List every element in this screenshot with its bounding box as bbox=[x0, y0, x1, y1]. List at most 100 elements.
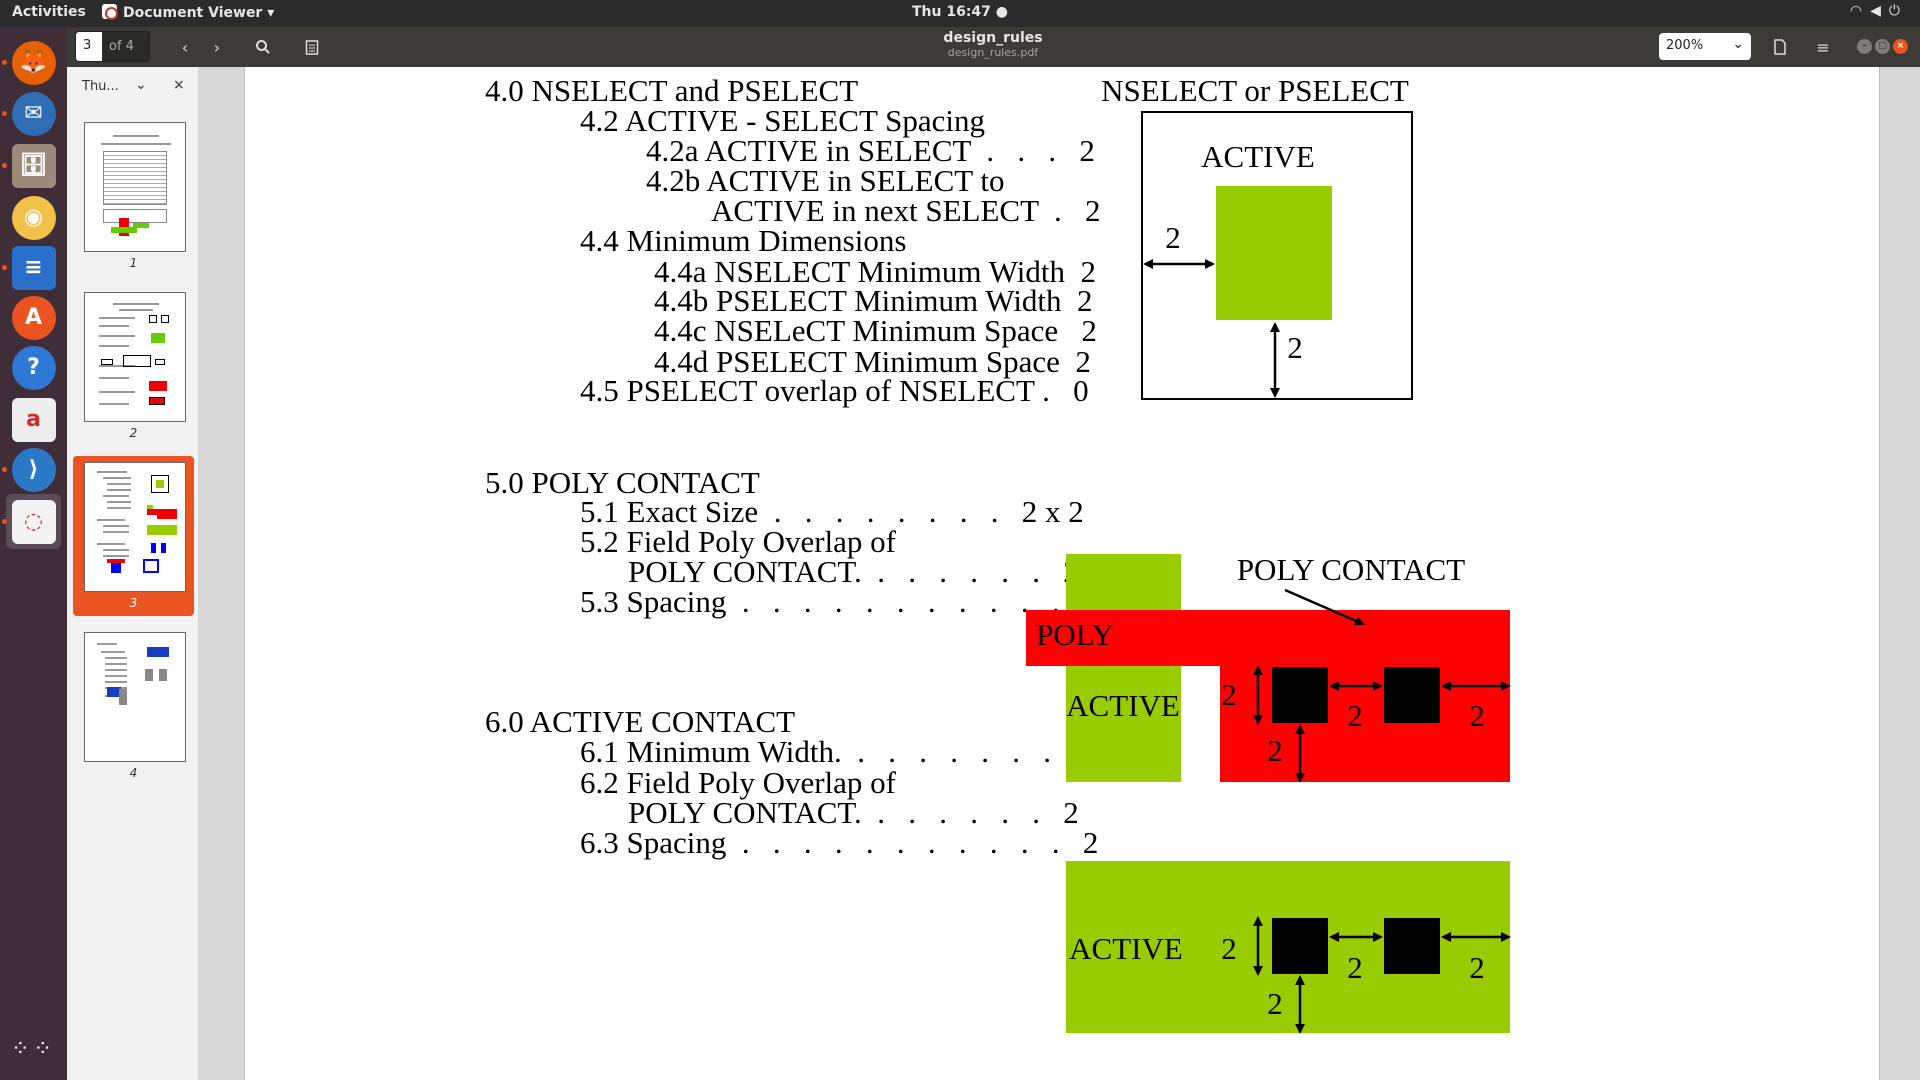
thumbnail-page-2[interactable]: 2 bbox=[73, 286, 194, 446]
close-icon: × bbox=[1896, 41, 1905, 51]
active-region bbox=[1066, 554, 1181, 620]
page-number-field[interactable]: 3 of 4 bbox=[75, 31, 150, 62]
top-panel: Activities Document Viewer ▾ Thu 16:47 ●… bbox=[0, 0, 1920, 27]
launcher-item[interactable]: ≡ bbox=[6, 240, 61, 295]
page-thumbnail bbox=[84, 292, 186, 422]
app-menu-label: Document Viewer ▾ bbox=[123, 5, 275, 21]
dimension-label: 2 bbox=[1469, 950, 1485, 985]
poly-label: POLY bbox=[1036, 617, 1114, 652]
contact-square bbox=[1384, 918, 1440, 974]
launcher-item[interactable]: ◌ bbox=[6, 494, 61, 549]
thumbnail-page-3[interactable]: 3 bbox=[73, 456, 194, 616]
section6-line: 6.3 Spacing . . . . . . . . . . . 2 bbox=[580, 825, 1099, 860]
power-icon[interactable]: ⏻ bbox=[1888, 3, 1908, 19]
sidebar-header: Thu... ⌄ × bbox=[67, 67, 200, 107]
section6-heading: 6.0 ACTIVE CONTACT bbox=[485, 704, 796, 739]
section4-line: 4.2a ACTIVE in SELECT . . . 2 bbox=[646, 133, 1095, 168]
section4-line: 4.2b ACTIVE in SELECT to bbox=[646, 163, 1005, 198]
section4-line: ACTIVE in next SELECT . 2 bbox=[711, 193, 1101, 228]
running-indicator bbox=[2, 163, 7, 168]
running-indicator bbox=[2, 60, 7, 65]
thumbnail-page-1[interactable]: 1 bbox=[73, 116, 194, 276]
thunderbird-icon: ✉ bbox=[11, 91, 56, 136]
annotations-button[interactable] bbox=[296, 32, 328, 62]
app-menu[interactable]: Document Viewer ▾ bbox=[102, 4, 274, 21]
maximize-button[interactable]: □ bbox=[1875, 39, 1890, 54]
launcher-item[interactable]: ◉ bbox=[6, 190, 61, 245]
launcher-item[interactable]: a bbox=[6, 392, 61, 447]
search-button[interactable] bbox=[247, 32, 279, 62]
files-icon: 🗄 bbox=[11, 143, 56, 188]
poly-contact-diagram: POLY ACTIVE POLY CONTACT 2 2 2 2 bbox=[1026, 552, 1511, 783]
document-view[interactable]: 4.0 NSELECT and PSELECT 4.2 ACTIVE - SEL… bbox=[204, 67, 1920, 1080]
volume-icon[interactable]: ◀ bbox=[1870, 3, 1889, 19]
select-diagram: NSELECT or PSELECT ACTIVE 2 2 bbox=[1101, 73, 1413, 400]
select-region bbox=[1141, 111, 1413, 400]
minimize-button[interactable]: – bbox=[1857, 39, 1872, 54]
section4-line: 4.4d PSELECT Minimum Space 2 bbox=[654, 344, 1091, 379]
launcher-dock: 🦊 ✉ 🗄◉≡A?a⟩◌ ⁘⁘ bbox=[0, 27, 67, 1080]
page-thumbnail bbox=[84, 632, 186, 762]
firefox-icon: 🦊 bbox=[11, 40, 56, 85]
contact-square bbox=[1272, 918, 1328, 974]
section6-line: POLY CONTACT. . . . . . . 2 bbox=[628, 795, 1079, 830]
launcher-item[interactable]: ✉ bbox=[6, 86, 61, 141]
running-indicator bbox=[2, 467, 7, 472]
thumbnail-page-4[interactable]: 4 bbox=[73, 626, 194, 786]
dimension-label: 2 bbox=[1221, 677, 1237, 712]
dimension-label: 2 bbox=[1287, 330, 1303, 365]
help-icon: ? bbox=[11, 345, 56, 390]
vscode-icon: ⟩ bbox=[11, 447, 56, 492]
page-total-label: of 4 bbox=[109, 39, 134, 54]
section4-line: 4.5 PSELECT overlap of NSELECT . 0 bbox=[580, 373, 1089, 408]
print-button[interactable] bbox=[1764, 32, 1796, 62]
wifi-icon[interactable]: ◠ bbox=[1849, 3, 1871, 19]
chevron-down-icon[interactable]: ⌄ bbox=[135, 77, 147, 93]
launcher-item[interactable]: A bbox=[6, 290, 61, 345]
launcher-item[interactable]: 🗄 bbox=[6, 138, 61, 193]
section5-line: 5.1 Exact Size . . . . . . . . 2 x 2 bbox=[580, 494, 1084, 529]
menu-button[interactable]: ≡ bbox=[1807, 32, 1839, 62]
clock[interactable]: Thu 16:47 ● bbox=[911, 4, 1009, 20]
apps-grid-icon: ⁘⁘ bbox=[11, 1036, 56, 1062]
show-applications-button[interactable]: ⁘⁘ bbox=[6, 1022, 61, 1077]
close-sidebar-button[interactable]: × bbox=[173, 77, 185, 93]
launcher-item[interactable]: ⟩ bbox=[6, 442, 61, 497]
dimension-label: 2 bbox=[1267, 986, 1283, 1021]
page-thumbnail bbox=[84, 122, 186, 252]
active-label: ACTIVE bbox=[1069, 931, 1183, 966]
sidebar-scrollbar[interactable] bbox=[198, 67, 204, 1080]
zoom-select[interactable]: 200% ⌄ bbox=[1659, 33, 1751, 60]
next-page-button[interactable]: › bbox=[202, 32, 232, 62]
launcher-item[interactable]: ? bbox=[6, 340, 61, 395]
sidebar-mode-select[interactable]: Thu... bbox=[82, 79, 119, 94]
section6-line: 6.1 Minimum Width. . . . . . . . 2 bbox=[580, 734, 1090, 769]
search-icon bbox=[256, 40, 270, 54]
document-icon bbox=[1774, 39, 1786, 55]
running-indicator bbox=[2, 265, 7, 270]
section5-line: POLY CONTACT. . . . . . . 2 bbox=[628, 554, 1079, 589]
document-viewer-icon bbox=[102, 4, 118, 20]
activities-button[interactable]: Activities bbox=[12, 4, 86, 20]
zoom-value: 200% bbox=[1666, 38, 1704, 53]
active-region bbox=[1066, 666, 1181, 782]
system-tray[interactable]: ◠◀⏻ bbox=[1850, 3, 1908, 19]
active-label: ACTIVE bbox=[1201, 139, 1315, 174]
poly-region bbox=[1026, 610, 1220, 666]
document-title: design_rules bbox=[943, 30, 1043, 46]
dimension-label: 2 bbox=[1221, 931, 1237, 966]
pdf-page: 4.0 NSELECT and PSELECT 4.2 ACTIVE - SEL… bbox=[244, 67, 1880, 1080]
running-indicator bbox=[2, 111, 7, 116]
writer-icon: ≡ bbox=[11, 245, 56, 290]
current-page-input[interactable]: 3 bbox=[76, 32, 102, 61]
previous-page-button[interactable]: ‹ bbox=[170, 32, 200, 62]
launcher-item[interactable]: 🦊 bbox=[6, 35, 61, 90]
contact-square bbox=[1384, 667, 1440, 723]
design-rule-diagrams: NSELECT or PSELECT ACTIVE 2 2 POLY ACTIV… bbox=[1026, 73, 1511, 1034]
hamburger-icon: ≡ bbox=[1816, 37, 1830, 57]
section4-line: 4.2 ACTIVE - SELECT Spacing bbox=[580, 103, 985, 138]
close-button[interactable]: × bbox=[1893, 39, 1908, 54]
contact-square bbox=[1272, 667, 1328, 723]
chevron-down-icon: ⌄ bbox=[1732, 36, 1744, 52]
page-thumbnail bbox=[84, 462, 186, 592]
